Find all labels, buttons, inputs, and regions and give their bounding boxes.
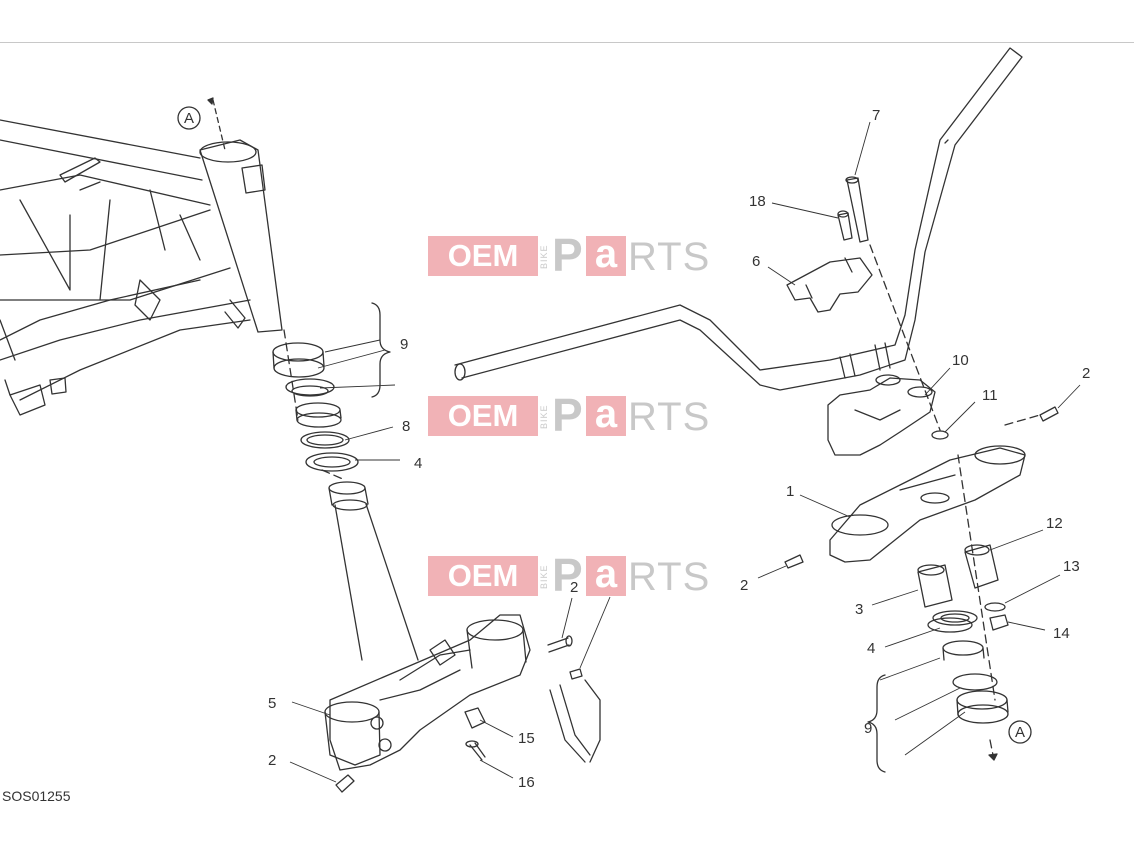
watermark-oem: OEM [428, 556, 538, 596]
nut-14 [989, 614, 1009, 631]
callout-18: 18 [749, 193, 766, 210]
callout-13: 13 [1063, 558, 1080, 575]
handlebar-bolts [837, 176, 869, 243]
callout-7: 7 [872, 107, 880, 124]
bolt-left [784, 554, 804, 569]
watermark-a: a [586, 554, 626, 596]
watermark-rts: RTS [628, 395, 711, 439]
handlebar-riser [827, 374, 936, 456]
diagram-code: SOS01255 [2, 788, 71, 804]
watermark-2: OEM BIKE P a RTS [428, 392, 711, 439]
watermark-p: P [552, 389, 583, 441]
watermark-bike: BIKE [539, 564, 549, 590]
leader-lines [289, 121, 1081, 783]
ref-label-bottom: A [1015, 724, 1025, 741]
callout-12: 12 [1046, 515, 1063, 532]
watermark-3: OEM BIKE P a RTS [428, 552, 711, 599]
watermark-oem: OEM [428, 396, 538, 436]
watermark-oem: OEM [428, 236, 538, 276]
watermark-bike: BIKE [539, 244, 549, 270]
callout-6: 6 [752, 253, 760, 270]
bolts-lower [335, 635, 583, 793]
header-divider [0, 42, 1134, 43]
callout-3: 3 [855, 601, 863, 618]
handlebar [454, 47, 1023, 391]
callout-labels: 9 8 4 5 2 2 17 15 16 7 18 6 10 11 2 1 2 … [184, 107, 1090, 791]
watermark-a: a [586, 394, 626, 436]
washer-13 [984, 602, 1006, 612]
callout-5: 5 [268, 695, 276, 712]
watermark-1: OEM BIKE P a RTS [428, 232, 711, 279]
frame [0, 119, 283, 416]
watermark-rts: RTS [628, 235, 711, 279]
bushings [917, 544, 999, 608]
cable-guide [549, 679, 601, 763]
bearing-stack-upper [272, 342, 359, 472]
upper-triple-clamp [829, 445, 1026, 563]
watermark-a: a [586, 234, 626, 276]
watermark-bike: BIKE [539, 404, 549, 430]
callout-4-left: 4 [414, 455, 422, 472]
bolt-right [1039, 406, 1059, 422]
callout-2-mid: 2 [570, 579, 578, 596]
callout-15: 15 [518, 730, 535, 747]
brace-9-left [371, 302, 391, 398]
callout-2-lower-left: 2 [268, 752, 276, 769]
ref-label-top: A [184, 110, 194, 127]
washer-11 [931, 430, 949, 440]
callout-9-right: 9 [864, 720, 872, 737]
brace-9-right [867, 674, 886, 773]
callout-4-right: 4 [867, 640, 875, 657]
watermark-p: P [552, 229, 583, 281]
callout-2-left-clamp: 2 [740, 577, 748, 594]
callout-1: 1 [786, 483, 794, 500]
callout-16: 16 [518, 774, 535, 791]
callout-8: 8 [402, 418, 410, 435]
callout-10: 10 [952, 352, 969, 369]
handlebar-clamp [786, 257, 873, 313]
bearing-stack-lower [927, 610, 1009, 724]
watermark-p: P [552, 549, 583, 601]
ref-circle-bottom [1008, 720, 1032, 744]
callout-9-left: 9 [400, 336, 408, 353]
watermark-rts: RTS [628, 555, 711, 599]
callout-14: 14 [1053, 625, 1070, 642]
ref-circle-top [177, 106, 201, 130]
lower-triple-clamp [324, 481, 531, 771]
callout-11: 11 [982, 387, 998, 404]
callout-2-right: 2 [1082, 365, 1090, 382]
